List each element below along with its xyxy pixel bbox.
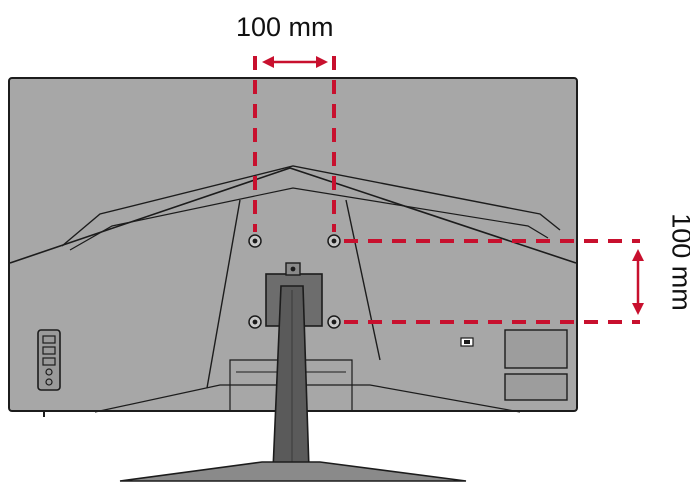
ridge-band [61, 165, 561, 247]
vertical-spacing-label: 100 mm [666, 213, 690, 311]
horizontal-spacing-label: 100 mm [236, 12, 334, 42]
port-panel-icon [37, 329, 61, 391]
kensington-lock-icon [460, 337, 474, 347]
stand-base [119, 461, 467, 482]
vesa-screw-hole [327, 234, 341, 248]
horizontal-dimension-guides [253, 56, 336, 232]
rating-label-box [504, 329, 568, 369]
vesa-screw-hole [248, 234, 262, 248]
mount-plate-outline [206, 199, 381, 389]
vesa-screw-hole [248, 315, 262, 329]
ridge-band-inner [69, 187, 549, 251]
vesa-screw-hole [327, 315, 341, 329]
vertical-dimension-guides [344, 239, 644, 324]
rating-label-box-small [504, 373, 568, 401]
stand-latch-hole [290, 266, 296, 272]
